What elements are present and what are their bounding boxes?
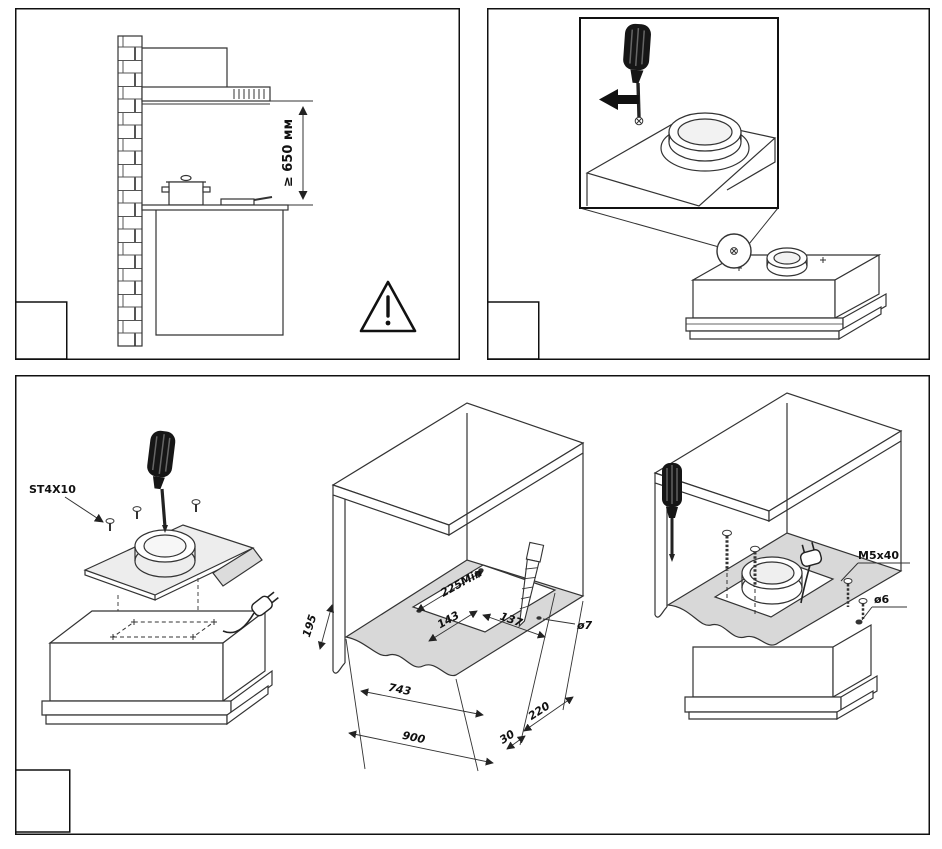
duct-opening [677,118,733,146]
label-leader [861,606,907,621]
panel3-canvas: ST4X10 [15,375,930,835]
hood-unit [41,609,273,726]
plate-screws [105,499,201,531]
power-cord [800,564,811,604]
pot-lid-knob [180,174,192,182]
height-dimension [270,100,313,206]
screwdriver-icon [662,463,682,562]
screwdriver-icon [147,430,176,533]
mounting-plate [83,524,263,601]
hole-diameter-label: ø7 [576,619,593,632]
dim-900: 900 [401,729,427,747]
panel2-canvas [487,8,930,360]
cabinet-back-edges [466,413,584,596]
counter-and-cookware [141,174,289,211]
direction-arrow-icon [599,89,639,110]
fig-cabinet-cutout: 225Min 143 137 195 743 900 30 220 ø7 [300,402,593,772]
hood-visor [684,696,842,713]
wall-cabinet-and-hood [141,47,271,105]
label-leader [64,496,104,523]
panel-step2-collar [487,8,930,360]
magnifier-circle [716,233,752,269]
base-cabinet [155,210,284,336]
brick-wall [117,35,143,347]
power-plug-icon [799,542,823,567]
dim-743: 743 [387,681,412,698]
label-leader [840,562,910,582]
duct-collar [741,556,803,605]
warning-triangle-icon [359,280,417,333]
dimension-lines [317,570,584,772]
cabinet-back-edges [786,403,902,571]
screw-type-label: ST4X10 [29,483,76,496]
hood-unit [684,623,878,721]
screw-detail [634,116,644,126]
hood-visor [41,700,232,716]
step-number-box-1 [15,301,68,360]
screw-type-label-right: M5x40 [858,549,899,562]
pot [168,181,204,206]
cabinet-top-panel [331,402,585,537]
pan [220,198,255,206]
damper-flap [212,547,263,587]
hood-top-detail [585,112,777,207]
hood-front-face [692,279,836,319]
power-cord [222,612,255,634]
mounting-screws [722,529,868,625]
detail-leader-lines [579,207,779,248]
panel-step1-clearance: ≥ 650 мм [15,8,460,360]
step-number-box-3 [15,769,71,833]
countertop [141,204,289,211]
panel1-canvas: ≥ 650 мм [15,8,460,360]
hood-front-face [49,642,224,702]
hood-unit [685,247,887,341]
step-number-box-2 [487,301,540,360]
power-plug-icon [251,591,279,617]
detail-inset [579,17,779,209]
hood-front-face [692,646,834,698]
hole-label-right: ø6 [874,593,890,606]
panel-step3-installation: ST4X10 [15,375,930,835]
min-height-label: ≥ 650 мм [281,119,296,187]
cabinet-top-panel [653,392,903,523]
hood-visor [685,317,844,332]
fig-mounting-plate: ST4X10 [29,430,279,726]
fig-install-hood: M5x40 ø6 [653,392,910,721]
